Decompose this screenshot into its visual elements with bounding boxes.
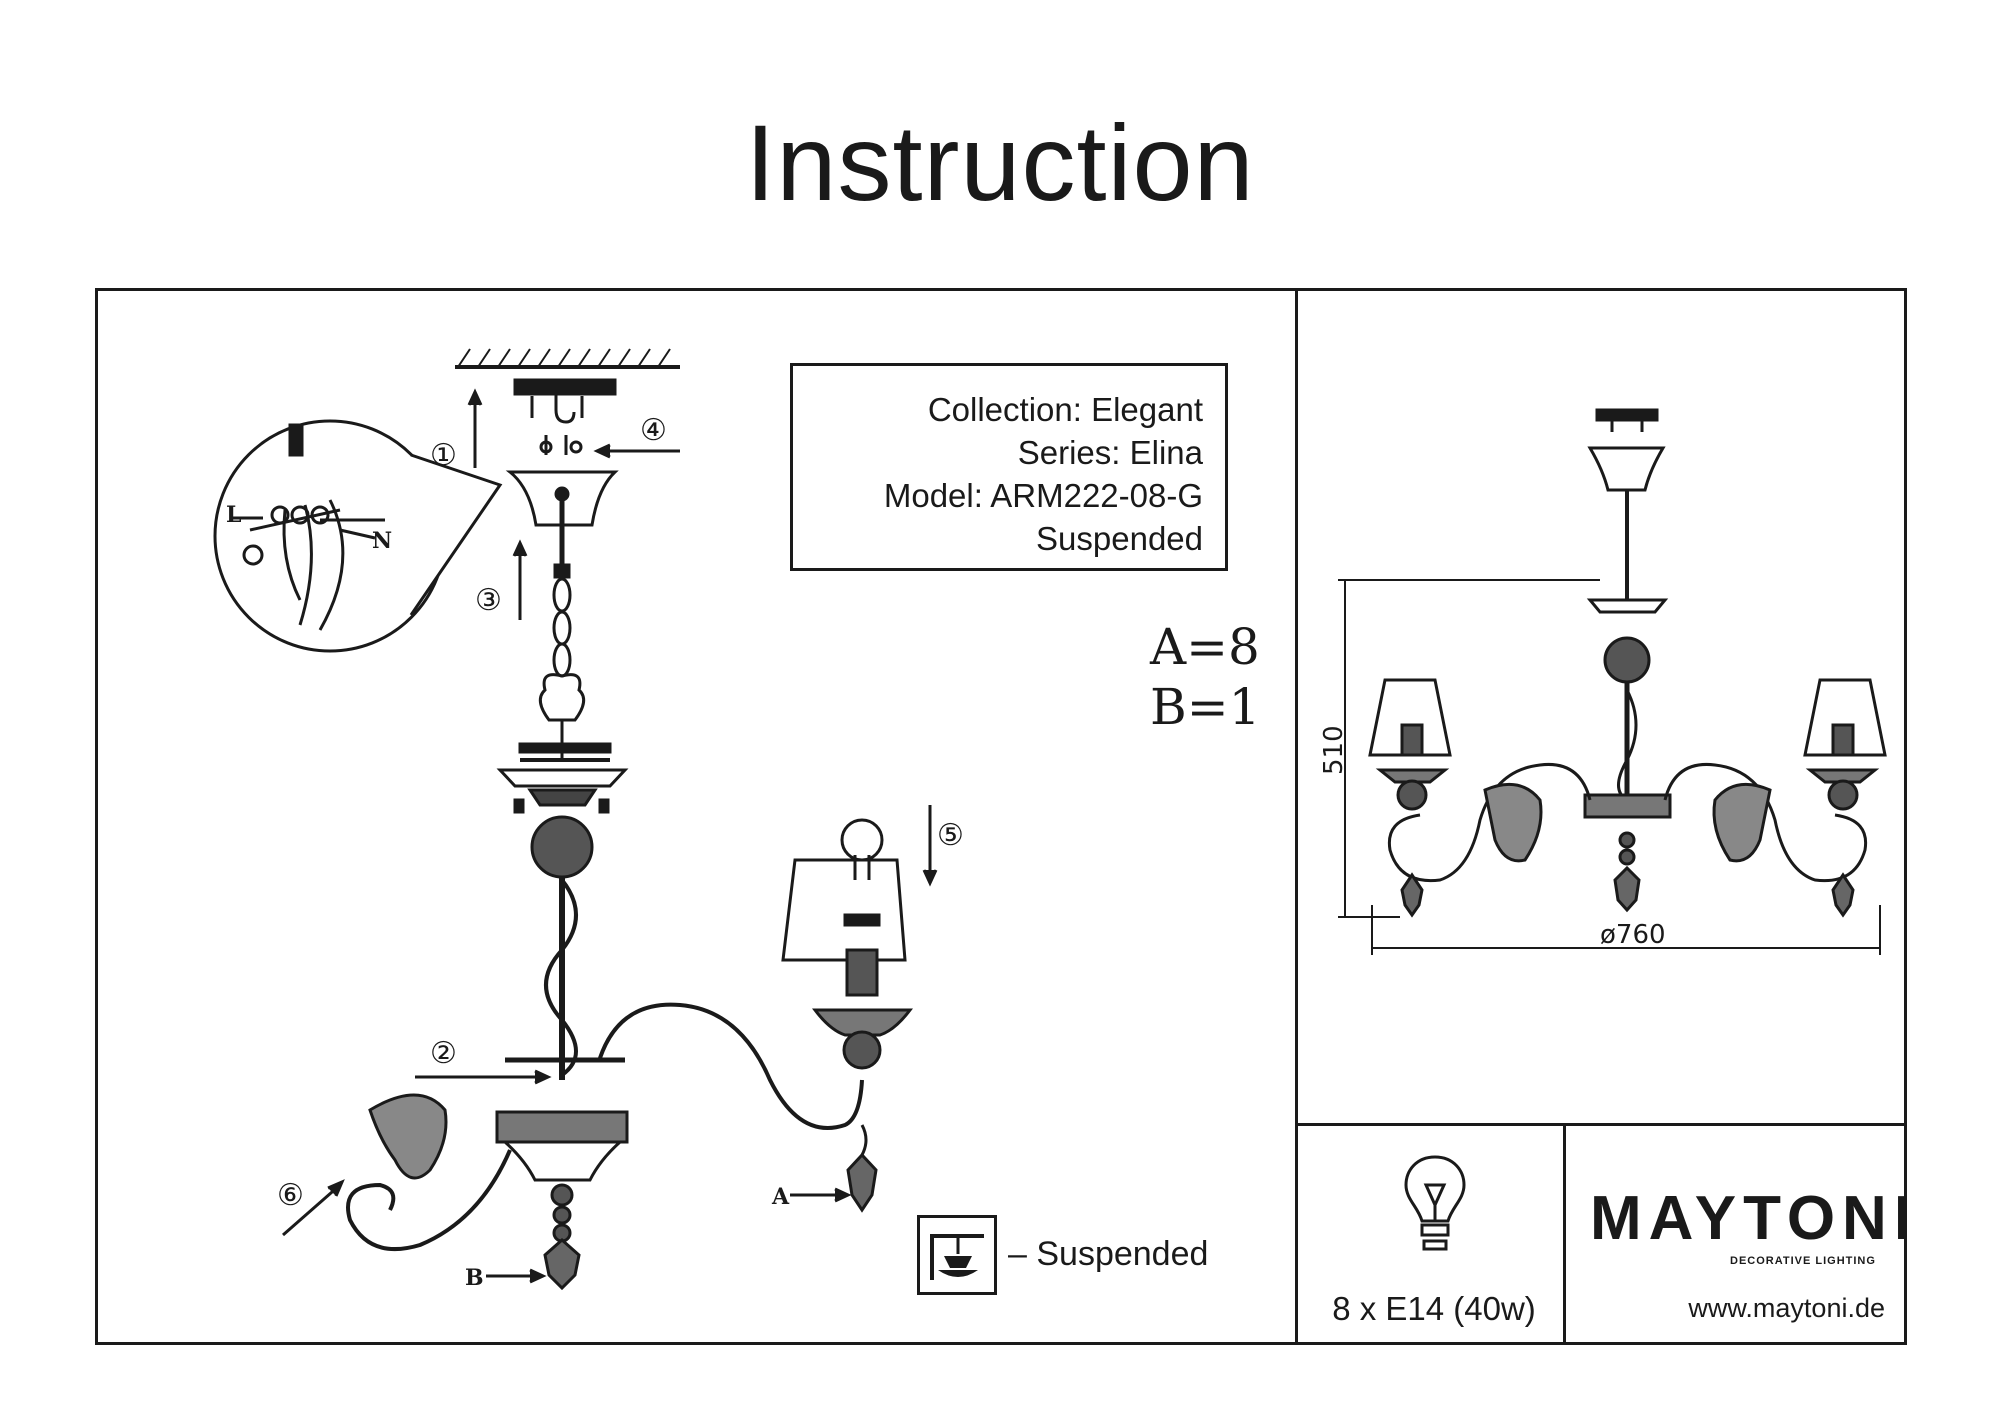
type-text: Suspended — [1036, 520, 1203, 557]
diameter-dimension: ø760 — [1600, 920, 1666, 950]
series-text: Series: Elina — [1017, 434, 1203, 471]
step-6-label: ⑥ — [277, 1178, 304, 1213]
suspended-mount-icon — [917, 1215, 997, 1295]
page-title: Instruction — [745, 102, 1255, 223]
drawing-frame — [95, 288, 1907, 1345]
suspended-legend-label: – Suspended — [1008, 1235, 1209, 1273]
brand-tagline: DECORATIVE LIGHTING — [1730, 1255, 1876, 1267]
bulb-spec: 8 x E14 (40w) — [1332, 1290, 1536, 1327]
website-link[interactable]: www.maytoni.de — [1688, 1293, 1885, 1323]
step-5-label: ⑤ — [937, 818, 964, 853]
product-info-box: Collection: Elegant Series: Elina Model:… — [790, 363, 1228, 571]
collection-text: Collection: Elegant — [927, 391, 1203, 428]
light-bulb-icon — [1400, 1153, 1470, 1262]
pendant-b-label: B — [465, 1265, 484, 1291]
part-b-count: B=1 — [1150, 678, 1261, 736]
neutral-wire-label: N — [372, 528, 392, 554]
height-dimension: 510 — [1319, 725, 1349, 775]
step-4-label: ④ — [640, 413, 667, 448]
live-wire-label: L — [226, 502, 241, 528]
footer-divider — [1295, 1123, 1907, 1126]
panel-divider — [1295, 288, 1298, 1345]
step-3-label: ③ — [475, 583, 502, 618]
pendant-a-label: A — [771, 1184, 790, 1210]
step-1-label: ① — [430, 438, 457, 473]
step-2-label: ② — [430, 1036, 457, 1071]
model-text: Model: ARM222-08-G — [883, 477, 1203, 514]
overview-drawing — [1338, 408, 1887, 955]
footer-divider-vertical — [1563, 1123, 1566, 1345]
brand-logo: MAYTONI — [1590, 1184, 1919, 1253]
part-a-count: A=8 — [1150, 618, 1260, 676]
